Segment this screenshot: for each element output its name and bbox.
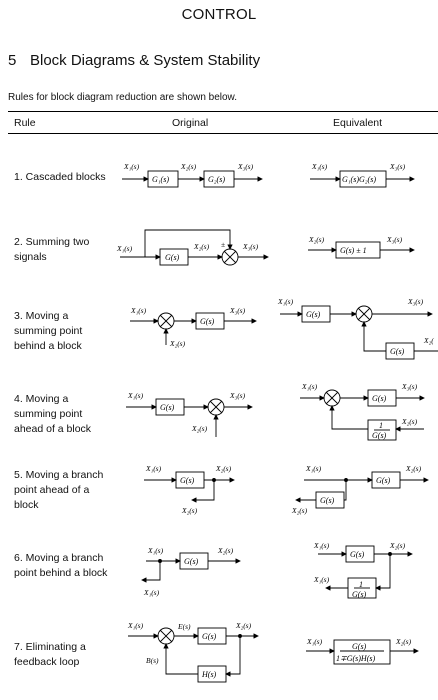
signal-label: B(s)	[146, 656, 159, 665]
signal-label: X₁(s)	[311, 162, 328, 171]
signal-label: X₂(s)	[401, 417, 418, 426]
block-label: G(s)	[390, 347, 405, 356]
block-label: G(s)	[352, 642, 367, 651]
block-label: G(s)	[376, 476, 391, 485]
rule7-original	[128, 627, 259, 683]
signal-label: X₁(s)	[130, 306, 147, 315]
signal-label: X₂(s)	[181, 506, 198, 515]
rule4-original	[126, 398, 253, 437]
rule4-equivalent	[300, 389, 425, 441]
rule3-original	[130, 312, 257, 345]
signal-label: X₃(s)	[229, 391, 246, 400]
block-label: G(s)	[372, 431, 387, 440]
block-label: G(s)	[350, 550, 365, 559]
block-label: G(s)	[200, 317, 215, 326]
signal-label: X₂(	[423, 336, 434, 345]
signal-label: X₂(s)	[291, 506, 308, 515]
signal-label: X₂(s)	[169, 339, 186, 348]
block-label: G(s)	[180, 476, 195, 485]
signal-label: X₃(s)	[229, 306, 246, 315]
header-original: Original	[172, 117, 209, 129]
rule-name: 2. Summing two signals	[14, 236, 90, 263]
rule-name: 4. Moving a summing point ahead of a blo…	[14, 393, 92, 435]
block-label: 1∓G(s)H(s)	[336, 654, 375, 663]
block-label: G(s)	[184, 557, 199, 566]
signal-label: X₁(s)	[145, 464, 162, 473]
signal-label: X₁(s)	[313, 541, 330, 550]
rule6-equivalent	[318, 545, 413, 599]
block-label: G(s)	[165, 253, 180, 262]
signal-label: X₂(s)	[405, 464, 422, 473]
signal-label: X₂(s)	[395, 637, 412, 646]
signal-label: X₂(s)	[217, 546, 234, 555]
page-header: CONTROL	[181, 6, 257, 23]
section-heading: Block Diagrams & System Stability	[30, 52, 261, 69]
header-rule: Rule	[14, 117, 36, 129]
block-label: G₁(s)G₂(s)	[342, 175, 376, 184]
block-label: G(s) ± 1	[340, 246, 367, 255]
signal-label: E(s)	[177, 622, 191, 631]
rule-name: 1. Cascaded blocks	[14, 171, 106, 183]
rule7-equivalent	[306, 639, 419, 665]
rule-name: 5. Moving a branch point ahead of a bloc…	[14, 469, 104, 511]
signal-label: X₁(s)	[123, 162, 140, 171]
signal-label: X₂(s)	[308, 235, 325, 244]
rule2-original	[120, 229, 269, 266]
rule6-original	[141, 552, 241, 583]
signal-label: X₃(s)	[237, 162, 254, 171]
block-label: 1	[379, 421, 383, 430]
signal-label: X₁(s)	[143, 588, 160, 597]
rule-name: 3. Moving a summing point behind a block	[14, 310, 83, 352]
block-label: G(s)	[306, 310, 321, 319]
signal-label: X₁(s)	[306, 637, 323, 646]
signal-label: X₃(s)	[407, 297, 424, 306]
signal-label: X₂(s)	[191, 424, 208, 433]
signal-label: X₁(s)	[116, 244, 133, 253]
signal-label: X₃(s)	[401, 382, 418, 391]
rule-name: 6. Moving a branch point behind a block	[14, 552, 108, 579]
signal-label: X₂(s)	[193, 242, 210, 251]
signal-label: X₃(s)	[386, 235, 403, 244]
signal-label: X₂(s)	[215, 464, 232, 473]
table-top-rule	[8, 111, 438, 112]
rule1-equivalent	[310, 170, 415, 188]
signal-label: X₁(s)	[301, 382, 318, 391]
signal-label: X₂(s)	[235, 621, 252, 630]
section-title: 5 Block Diagrams & System Stability	[8, 52, 260, 69]
block-label: G₂(s)	[208, 175, 225, 184]
signal-label: X₃(s)	[242, 242, 259, 251]
rule5-equivalent	[295, 471, 429, 509]
block-label: G(s)	[372, 394, 387, 403]
signal-label: X₁(s)	[127, 391, 144, 400]
rule1-original	[122, 170, 263, 188]
block-label: H(s)	[201, 670, 217, 679]
signal-label: X₁(s)	[305, 464, 322, 473]
signal-label: X₂(s)	[389, 541, 406, 550]
block-label: G(s)	[160, 403, 175, 412]
block-label: G(s)	[352, 590, 367, 599]
signal-label: X₃(s)	[389, 162, 406, 171]
signal-label: X₁(s)	[277, 297, 294, 306]
table-header-rule	[8, 133, 438, 134]
block-label: 1	[359, 580, 363, 589]
rule5-original	[144, 471, 235, 503]
signal-label: X₂(s)	[180, 162, 197, 171]
section-number: 5	[8, 52, 17, 69]
block-closed-loop	[333, 639, 391, 665]
block-one-over-g	[367, 419, 397, 441]
intro-text: Rules for block diagram reduction are sh…	[8, 92, 238, 103]
rule2-equivalent	[308, 241, 415, 259]
block-label: G(s)	[202, 632, 217, 641]
block-label: G(s)	[320, 496, 335, 505]
signal-label: X₁(s)	[147, 546, 164, 555]
rule3-equivalent	[280, 305, 438, 360]
header-equivalent: Equivalent	[333, 117, 383, 129]
rule-name: 7. Eliminating a feedback loop	[14, 641, 86, 668]
signal-label: X₁(s)	[313, 575, 330, 584]
block-label: G₁(s)	[152, 175, 169, 184]
sign-label: ±	[221, 240, 225, 249]
signal-label: X₁(s)	[127, 621, 144, 630]
